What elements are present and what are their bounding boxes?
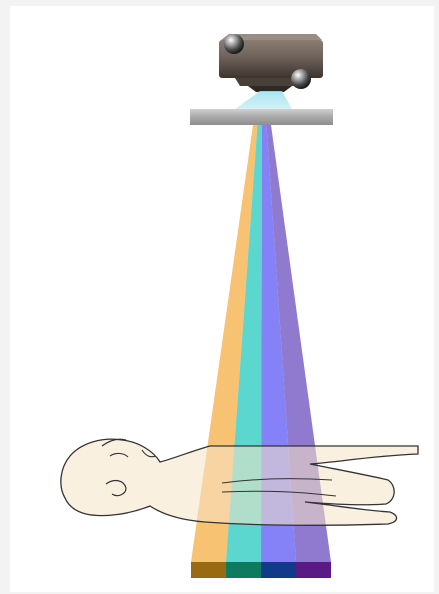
device-knob-icon (291, 69, 311, 89)
x-ray-tube-device (219, 34, 323, 92)
detector-segment-3 (261, 562, 296, 578)
collimator-plate (190, 109, 333, 125)
detector-segment-1 (191, 562, 226, 578)
device-knob-icon (224, 34, 244, 54)
detector-segment-2 (226, 562, 261, 578)
beam-source-cone (235, 91, 292, 109)
detector-strip (191, 562, 331, 578)
patient-lying-icon (61, 439, 418, 525)
detector-segment-4 (296, 562, 331, 578)
